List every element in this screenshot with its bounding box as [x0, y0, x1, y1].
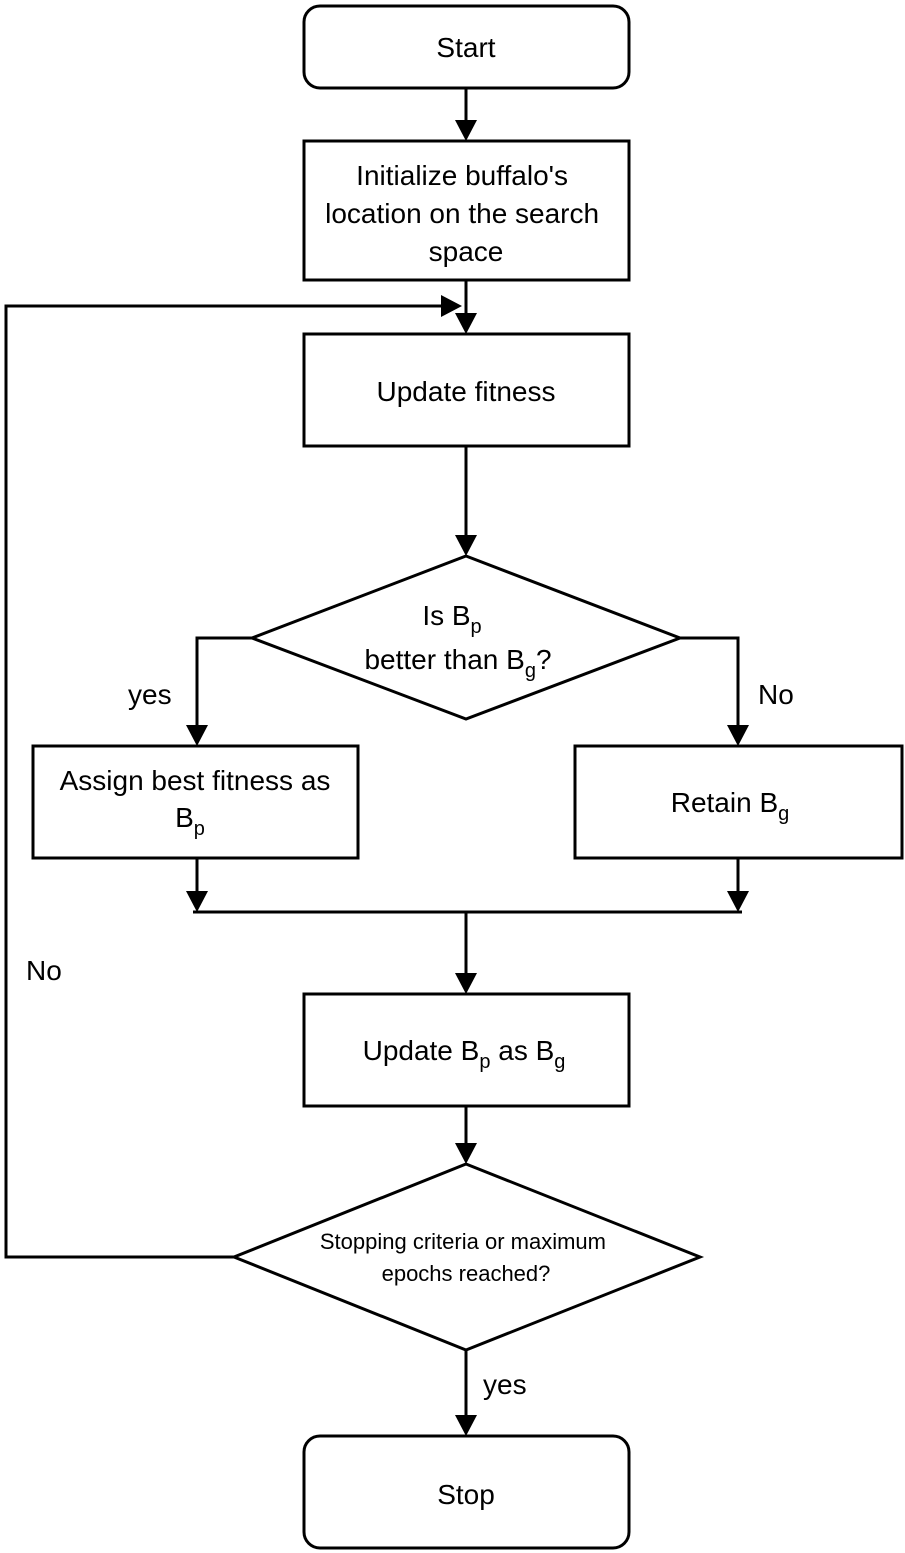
- update-bp-label: Update Bp as Bg: [363, 1035, 566, 1073]
- start-label: Start: [436, 32, 495, 63]
- edge-loop-back-to-update-fitness: [4, 295, 462, 1259]
- init-label: Initialize buffalo's location on the sea…: [325, 160, 607, 267]
- edge-decision-no-to-retain: [680, 636, 749, 746]
- retain-label-prefix: Retain B: [671, 787, 778, 818]
- decision-bp-line-1: Is Bp: [422, 600, 481, 638]
- decision-bp-line-2: better than Bg?: [364, 644, 551, 682]
- update-fitness-label: Update fitness: [377, 376, 556, 407]
- edge-decision-yes-to-assign: [186, 636, 252, 746]
- start-terminal: Start: [302, 4, 631, 90]
- assign-label-line-2-prefix: B: [175, 802, 194, 833]
- decision-bp-line-2-suffix: ?: [536, 644, 552, 675]
- edge-merge-to-update-bp: [455, 912, 477, 994]
- decision-bp-line-2-sub: g: [525, 660, 536, 682]
- retain-label-sub: g: [778, 803, 789, 825]
- decision-bp-better-diamond: Is Bp better than Bg?: [247, 554, 685, 721]
- decision-bp-line-2-prefix: better than B: [364, 644, 524, 675]
- init-process-box: Initialize buffalo's location on the sea…: [302, 139, 631, 282]
- init-label-line-1: Initialize buffalo's: [356, 160, 568, 191]
- edge-label-no-right: No: [758, 679, 794, 710]
- edge-start-to-init: [455, 88, 477, 141]
- stop-label: Stop: [437, 1479, 495, 1510]
- retain-label: Retain Bg: [671, 787, 790, 825]
- edge-init-to-update-fitness: [455, 280, 477, 334]
- edge-assign-to-merge: [186, 858, 208, 912]
- edge-retain-to-merge: [727, 858, 749, 912]
- init-label-line-3: space: [429, 236, 504, 267]
- edge-stop-decision-to-stop: [455, 1350, 477, 1436]
- decision-stop-line-1: Stopping criteria or maximum: [320, 1229, 606, 1254]
- init-label-line-2: location on the search: [325, 198, 599, 229]
- assign-label-line-2: Bp: [175, 802, 205, 840]
- decision-bp-line-1-prefix: Is B: [422, 600, 470, 631]
- retain-bg-box: Retain Bg: [573, 744, 904, 860]
- decision-bp-line-1-sub: p: [471, 616, 482, 638]
- edge-update-fitness-to-decision: [455, 446, 477, 556]
- stop-terminal: Stop: [302, 1434, 631, 1550]
- update-bp-label-prefix: Update B: [363, 1035, 480, 1066]
- decision-stop-diamond: Stopping criteria or maximum epochs reac…: [229, 1162, 705, 1352]
- edge-label-yes-left: yes: [128, 679, 172, 710]
- update-bp-label-sub-2: g: [554, 1051, 565, 1073]
- edge-label-no-loop: No: [26, 955, 62, 986]
- assign-label-line-1: Assign best fitness as: [60, 765, 331, 796]
- decision-stop-label: Stopping criteria or maximum epochs reac…: [320, 1229, 612, 1286]
- edge-label-yes-bottom: yes: [483, 1369, 527, 1400]
- update-bp-label-sub-1: p: [479, 1051, 490, 1073]
- update-bp-label-middle: as B: [490, 1035, 554, 1066]
- update-bp-as-bg-box: Update Bp as Bg: [302, 992, 631, 1108]
- decision-stop-line-2: epochs reached?: [382, 1261, 551, 1286]
- edge-update-bp-to-stop-decision: [455, 1106, 477, 1164]
- assign-best-fitness-box: Assign best fitness as Bp: [31, 744, 360, 860]
- update-fitness-box: Update fitness: [302, 332, 631, 448]
- assign-label-line-2-sub: p: [194, 818, 205, 840]
